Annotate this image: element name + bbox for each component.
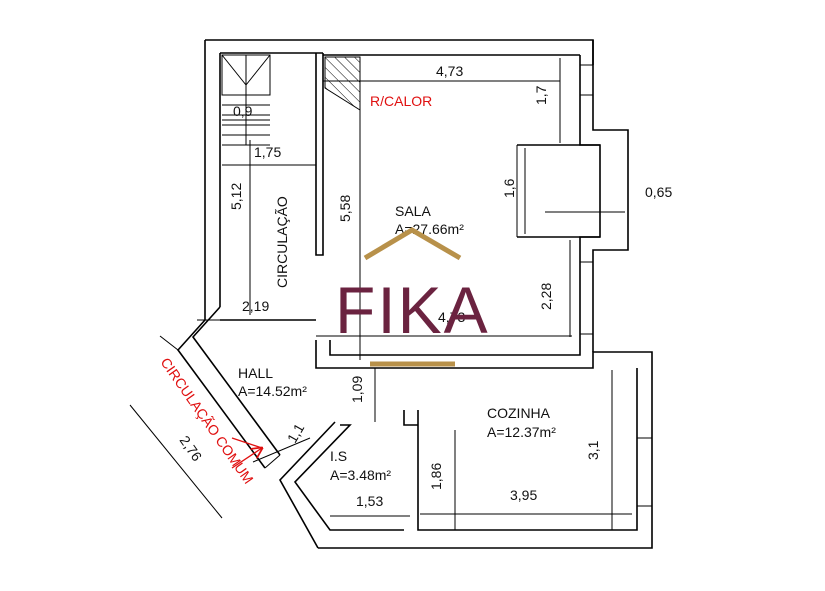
dim-3-95: 3,95 xyxy=(510,487,537,503)
outer-walls xyxy=(159,39,653,549)
logo-text: FIKA xyxy=(335,273,490,347)
dim-0-9: 0,9 xyxy=(233,103,253,119)
dim-2-76: 2,76 xyxy=(177,433,206,465)
hall-area: A=14.52m² xyxy=(238,383,307,399)
circulacao-label: CIRCULAÇÃO xyxy=(274,196,290,288)
dim-1-53: 1,53 xyxy=(356,493,383,509)
entry-arrow xyxy=(231,437,262,469)
dim-2-19: 2,19 xyxy=(242,298,269,314)
sala-label: SALA xyxy=(395,203,431,219)
cozinha-label: COZINHA xyxy=(487,405,551,421)
r-calor-label: R/CALOR xyxy=(370,93,432,109)
dim-0-65: 0,65 xyxy=(645,184,672,200)
staircase xyxy=(221,54,271,146)
dimension-lines xyxy=(129,58,632,530)
hall-label: HALL xyxy=(238,365,273,381)
cozinha-area: A=12.37m² xyxy=(487,424,556,440)
dim-1-1: 1,1 xyxy=(284,420,308,445)
dim-5-58: 5,58 xyxy=(337,195,353,222)
logo-roof xyxy=(363,227,462,261)
fika-logo: FIKA xyxy=(335,227,490,367)
is-area: A=3.48m² xyxy=(330,467,391,483)
dim-4-73-top: 4,73 xyxy=(436,63,463,79)
dim-1-75: 1,75 xyxy=(254,144,281,160)
dim-1-09: 1,09 xyxy=(349,376,365,403)
dim-5-12: 5,12 xyxy=(228,183,244,210)
is-label: I.S xyxy=(330,448,347,464)
dim-4-73-bottom: 4,73 xyxy=(438,309,465,325)
dim-1-6: 1,6 xyxy=(501,178,517,198)
dim-3-1: 3,1 xyxy=(585,440,601,460)
hatched-fill xyxy=(324,56,361,111)
dim-1-7: 1,7 xyxy=(533,85,549,105)
dim-2-28: 2,28 xyxy=(538,283,554,310)
dim-1-86: 1,86 xyxy=(428,463,444,490)
